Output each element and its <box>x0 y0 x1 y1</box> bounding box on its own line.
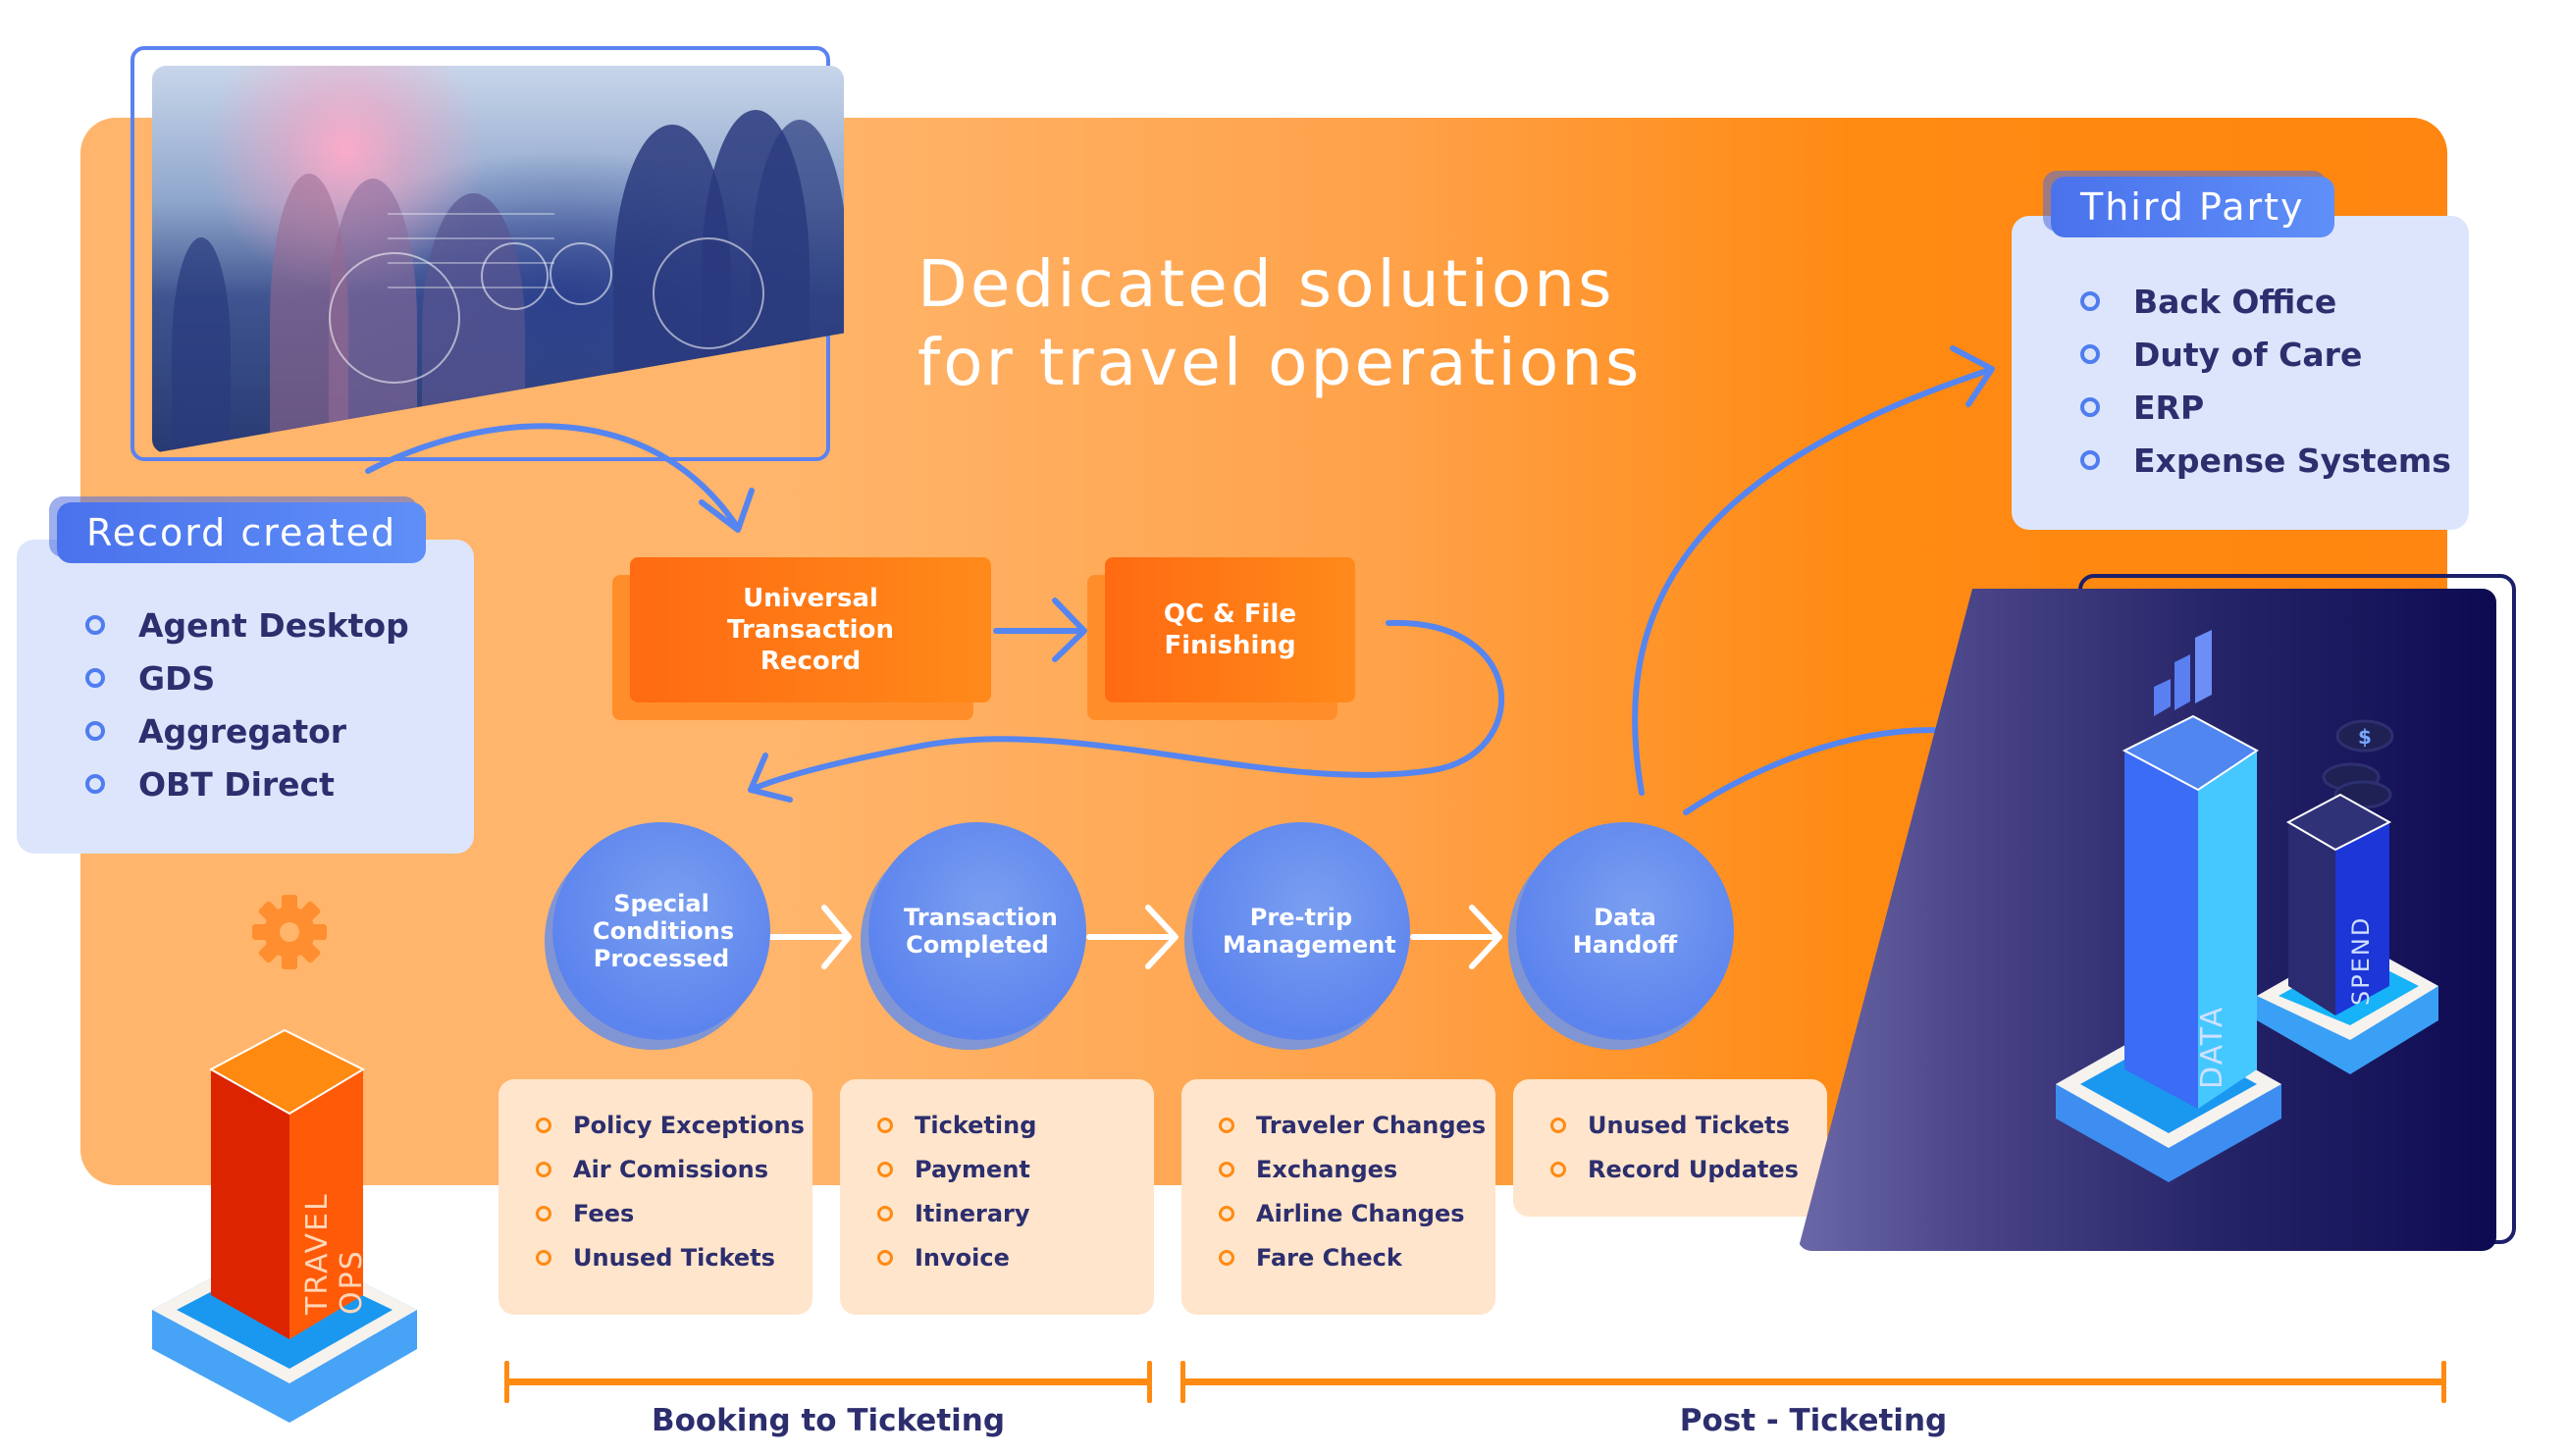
list-item: Airline Changes <box>1219 1191 1486 1235</box>
ring-bullet-icon <box>1219 1117 1234 1133</box>
list-item: OBT Direct <box>85 757 409 810</box>
third-party-panel: Back Office Duty of Care ERP Expense Sys… <box>2012 216 2469 530</box>
list-item: Fees <box>536 1191 805 1235</box>
detail-card-transaction-completed: Ticketing Payment Itinerary Invoice <box>840 1079 1154 1315</box>
detail-card-data-handoff: Unused Tickets Record Updates <box>1513 1079 1827 1217</box>
list-item: Aggregator <box>85 704 409 757</box>
ring-bullet-icon <box>1550 1117 1566 1133</box>
data-line <box>388 286 554 288</box>
ring-bullet-icon <box>85 615 105 635</box>
phase-label-post: Post - Ticketing <box>1679 1403 1948 1438</box>
ring-bullet-icon <box>536 1117 551 1133</box>
ring-bullet-icon <box>2080 291 2100 311</box>
data-line <box>388 213 554 215</box>
arrowhead-icon <box>1052 598 1087 662</box>
arrowhead-icon <box>748 753 793 803</box>
data-line <box>388 237 554 239</box>
pie-graphic <box>329 252 460 384</box>
spend-column <box>2288 822 2335 1015</box>
list-item: Expense Systems <box>2080 434 2451 487</box>
list-item: Agent Desktop <box>85 598 409 651</box>
list-item: Invoice <box>877 1235 1036 1279</box>
ring-bullet-icon <box>2080 344 2100 364</box>
title-line-1: Dedicated solutions <box>917 246 1615 322</box>
step-pre-trip-management: Pre-trip Management <box>1192 822 1410 1040</box>
person-silhouette <box>172 237 231 453</box>
record-created-panel: Agent Desktop GDS Aggregator OBT Direct <box>17 540 474 854</box>
travel-ops-label: TRAVEL OPS <box>300 1192 369 1315</box>
arrowhead-icon <box>1950 345 1995 407</box>
ring-bullet-icon <box>877 1205 893 1222</box>
list-item: Unused Tickets <box>1550 1103 1799 1147</box>
spend-column-label: SPEND <box>2347 915 2375 1006</box>
page-title: Dedicated solutions for travel operation… <box>917 245 1642 402</box>
ring-bullet-icon <box>1550 1161 1566 1177</box>
ring-bullet-icon <box>85 668 105 688</box>
list-item: Ticketing <box>877 1103 1036 1147</box>
ring-bullet-icon <box>85 721 105 741</box>
record-created-tag: Record created <box>57 502 427 563</box>
data-spend-illustration: $ <box>2056 630 2438 1182</box>
ring-bullet-icon <box>877 1117 893 1133</box>
phase-label-booking: Booking to Ticketing <box>651 1403 1006 1438</box>
travel-ops-illustration <box>152 895 417 1423</box>
coin-stack-icon: $ <box>2322 719 2394 809</box>
list-item: Payment <box>877 1147 1036 1191</box>
step-special-conditions: Special Conditions Processed <box>552 822 770 1040</box>
list-item: Record Updates <box>1550 1147 1799 1191</box>
list-item: Unused Tickets <box>536 1235 805 1279</box>
list-item: GDS <box>85 651 409 704</box>
ring-bullet-icon <box>2080 450 2100 470</box>
list-item: Duty of Care <box>2080 328 2451 381</box>
ring-bullet-icon <box>1219 1161 1234 1177</box>
list-item: Exchanges <box>1219 1147 1486 1191</box>
pie-graphic <box>653 237 764 349</box>
step-universal-transaction-record: Universal Transaction Record <box>630 557 991 702</box>
pie-graphic <box>481 242 549 310</box>
bar-chart-icon <box>2154 630 2212 716</box>
coin-symbol: $ <box>2358 725 2372 749</box>
list-item: Fare Check <box>1219 1235 1486 1279</box>
list-item: Back Office <box>2080 275 2451 328</box>
travel-ops-column <box>211 1069 289 1339</box>
arrowhead-icon <box>699 488 755 533</box>
step-qc-file-finishing: QC & File Finishing <box>1105 557 1355 702</box>
step-data-handoff: Data Handoff <box>1516 822 1734 1040</box>
ring-bullet-icon <box>1219 1205 1234 1222</box>
arrowhead-icon <box>1145 905 1179 969</box>
phase-bracket-post <box>1180 1361 2446 1403</box>
list-item: Policy Exceptions <box>536 1103 805 1147</box>
step-transaction-completed: Transaction Completed <box>868 822 1086 1040</box>
arrowhead-icon <box>1469 905 1502 969</box>
arrowhead-icon <box>821 905 852 969</box>
data-column <box>2124 751 2198 1109</box>
ring-bullet-icon <box>877 1249 893 1266</box>
pie-graphic <box>550 242 612 305</box>
phase-bracket-booking <box>504 1361 1152 1403</box>
ring-bullet-icon <box>536 1249 551 1266</box>
list-item: Itinerary <box>877 1191 1036 1235</box>
title-line-2: for travel operations <box>917 325 1643 400</box>
ring-bullet-icon <box>536 1205 551 1222</box>
ring-bullet-icon <box>877 1161 893 1177</box>
ring-bullet-icon <box>1219 1249 1234 1266</box>
list-item: Traveler Changes <box>1219 1103 1486 1147</box>
ring-bullet-icon <box>536 1161 551 1177</box>
detail-card-special-conditions: Policy Exceptions Air Comissions Fees Un… <box>498 1079 812 1315</box>
data-line <box>388 262 554 264</box>
arrow-handoff-to-thirdparty <box>1632 368 1990 796</box>
data-column-label: DATA <box>2195 1005 2229 1089</box>
list-item: ERP <box>2080 381 2451 434</box>
ring-bullet-icon <box>2080 397 2100 417</box>
arrow-photo-to-utr <box>365 423 739 528</box>
gear-icon <box>252 895 327 969</box>
third-party-tag: Third Party <box>2051 177 2334 237</box>
ring-bullet-icon <box>85 774 105 794</box>
detail-card-pre-trip: Traveler Changes Exchanges Airline Chang… <box>1181 1079 1495 1315</box>
arrow-qc-to-circles <box>748 619 1505 793</box>
list-item: Air Comissions <box>536 1147 805 1191</box>
